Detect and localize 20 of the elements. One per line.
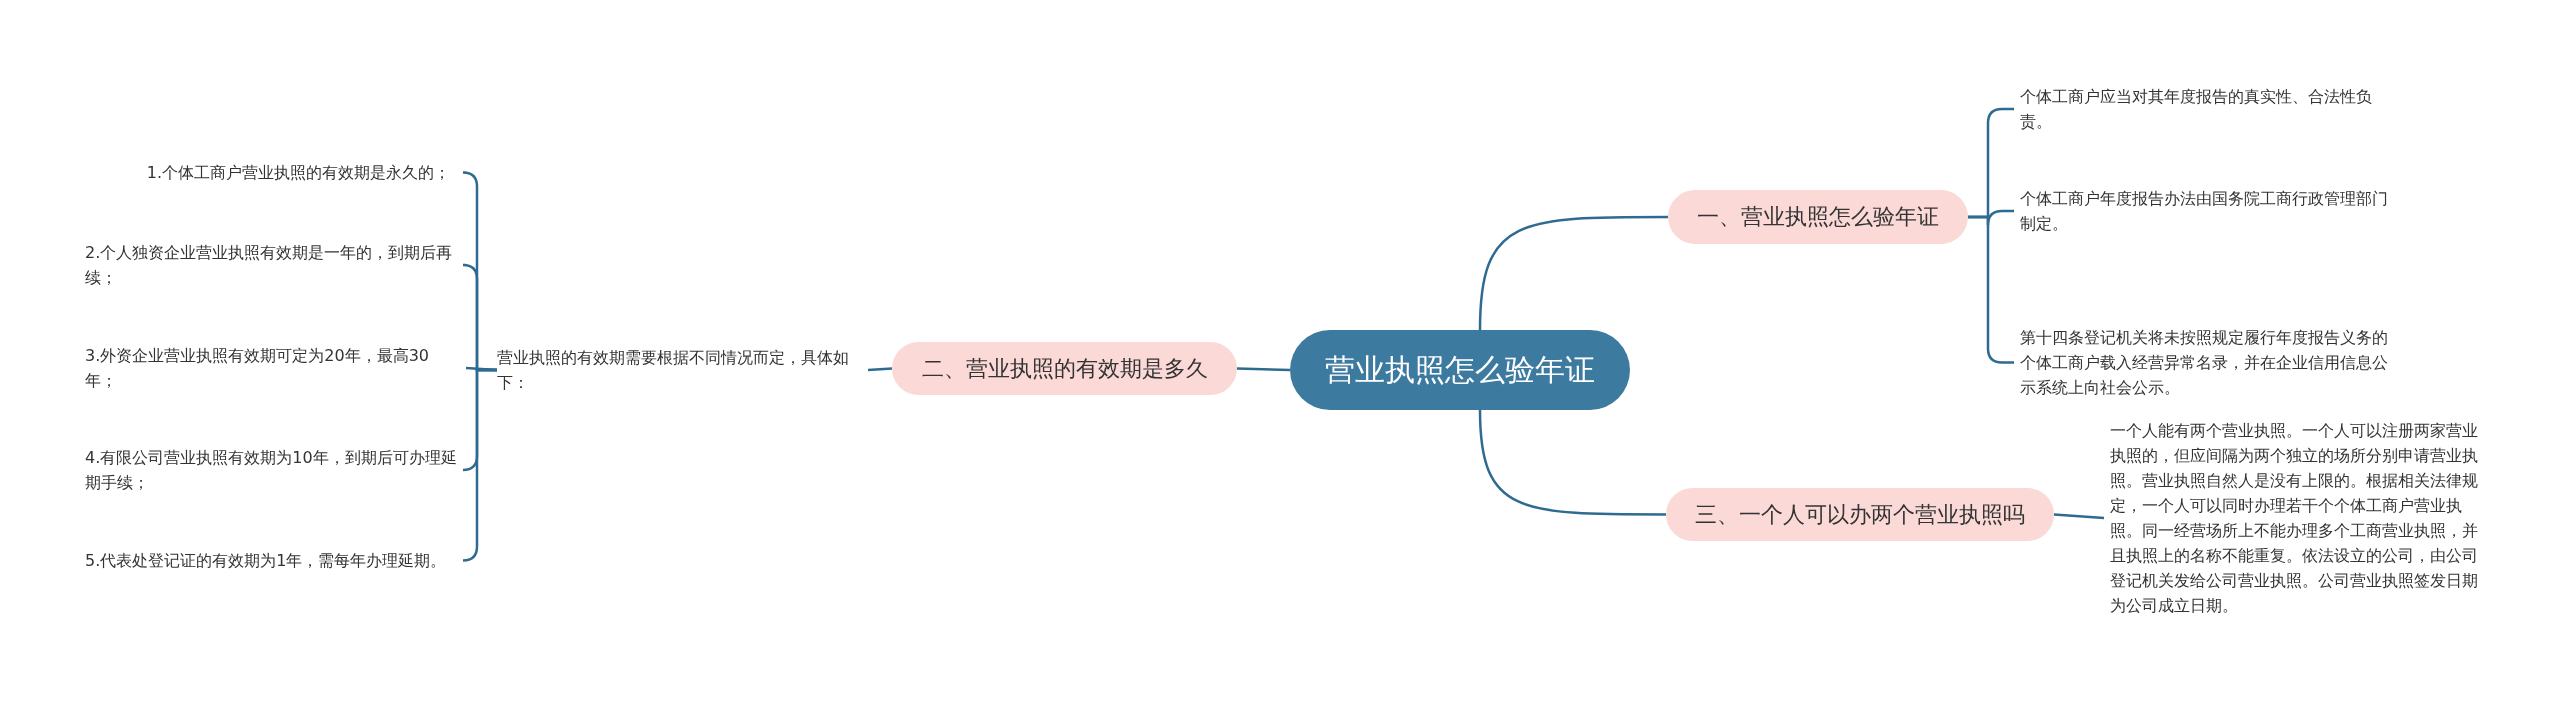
connector-line (867, 367, 893, 372)
central-topic-box: 营业执照怎么验年证 (1290, 330, 1630, 410)
topic-box: 一、营业执照怎么验年证 (1668, 190, 1968, 244)
note-text: 营业执照的有效期需要根据不同情况而定，具体如下： (497, 345, 862, 395)
note-text: 第十四条登记机关将未按照规定履行年度报告义务的个体工商户载入经营异常名录，并在企业信用信息公示系统上向社会公示。 (2020, 325, 2390, 400)
note-text: 4.有限公司营业执照有效期为10年，到期后可办理延期手续； (85, 445, 460, 495)
topic-box: 三、一个人可以办两个营业执照吗 (1666, 488, 2054, 541)
connector-line (2053, 513, 2105, 520)
connector-line (1478, 409, 1666, 516)
note-text: 3.外资企业营业执照有效期可定为20年，最高30年； (85, 343, 460, 393)
note-text: 一个人能有两个营业执照。一个人可以注册两家营业执照的，但应间隔为两个独立的场所分别申请营业执照。营业执照自然人是没有上限的。根据相关法律规定，一个人可以同时办理若干个个体工商户营业执照。同一经营场所上不能办理多个工商营业执照，并且执照上的名称不能重复。依法设立的公司，由公司登记机关发给公司营业执照。公司营业执照签发日期为公司成立日期。 (2110, 418, 2480, 618)
connector-line (461, 368, 497, 562)
topic-box: 二、营业执照的有效期是多久 (892, 342, 1237, 395)
note-text: 1.个体工商户营业执照的有效期是永久的； (85, 160, 460, 185)
note-text: 个体工商户年度报告办法由国务院工商行政管理部门制定。 (2020, 186, 2390, 236)
connector-line (1478, 215, 1668, 331)
note-text: 2.个人独资企业营业执照有效期是一年的，到期后再续； (85, 240, 460, 290)
note-text: 个体工商户应当对其年度报告的真实性、合法性负责。 (2020, 84, 2390, 134)
note-text: 5.代表处登记证的有效期为1年，需每年办理延期。 (85, 548, 460, 573)
connector-line (1236, 367, 1291, 372)
